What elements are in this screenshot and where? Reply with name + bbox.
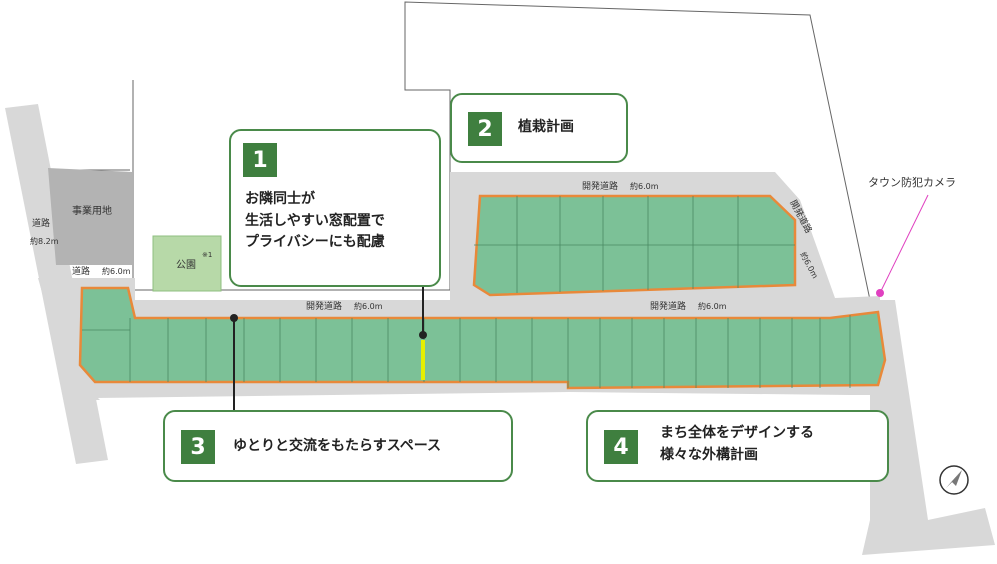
road-right	[862, 300, 995, 555]
road-left-label: 道路	[32, 217, 50, 229]
callout-1-line-3: プライバシーにも配慮	[245, 234, 385, 251]
callout-1-line-1: お隣同士が	[245, 191, 315, 207]
camera-leader	[879, 194, 929, 294]
camera-label: タウン防犯カメラ	[868, 175, 956, 189]
park-area	[152, 235, 222, 292]
road-mid-width: 約6.0m	[102, 266, 131, 276]
callout-4-line-1: まち全体をデザインする	[660, 425, 814, 441]
leader-dot-3	[230, 314, 238, 322]
callout-text-1: お隣同士が 生活しやすい窓配置で プライバシーにも配慮	[245, 189, 385, 254]
leader-dot-1	[419, 331, 427, 339]
callout-1-line-2: 生活しやすい窓配置で	[245, 212, 385, 229]
dev-road-center-label: 開発道路	[306, 300, 342, 312]
callout-number-3: 3	[181, 430, 215, 464]
business-land-label: 事業用地	[72, 204, 112, 217]
park-label: 公園	[176, 259, 196, 271]
lot-block-north	[472, 194, 797, 297]
callout-1: 1 お隣同士が 生活しやすい窓配置で プライバシーにも配慮	[229, 129, 441, 287]
callout-4-line-2: 様々な外構計画	[660, 446, 758, 463]
callout-2: 2 植栽計画	[450, 93, 628, 163]
north-arrow-icon	[939, 465, 969, 495]
road-left-width: 約8.2m	[30, 236, 59, 246]
dev-road-top-label: 開発道路	[582, 180, 618, 192]
callout-text-3: ゆとりと交流をもたらすスペース	[233, 436, 441, 458]
callout-text-4: まち全体をデザインする 様々な外構計画	[660, 423, 814, 466]
dev-road-center-width: 約6.0m	[354, 301, 383, 311]
callout-3-line-1: ゆとりと交流をもたらすスペース	[233, 438, 442, 454]
lot-block-south	[78, 286, 887, 390]
camera-icon	[876, 289, 884, 297]
callout-number-4: 4	[604, 430, 638, 464]
lot-dividers-south	[82, 315, 851, 388]
dev-road-top-width: 約6.0m	[630, 181, 659, 191]
dev-road-right-label: 開発道路	[650, 300, 686, 312]
park-note: ※1	[202, 251, 212, 259]
lot-dividers-north	[474, 196, 795, 293]
callout-number-1: 1	[243, 143, 277, 177]
callout-number-2: 2	[468, 112, 502, 146]
dev-road-right-width: 約6.0m	[698, 301, 727, 311]
business-land	[48, 168, 132, 265]
callout-3: 3 ゆとりと交流をもたらすスペース	[163, 410, 513, 482]
callout-4: 4 まち全体をデザインする 様々な外構計画	[586, 410, 889, 482]
road-mid-label: 道路	[72, 265, 90, 277]
callout-text-2: 植栽計画	[518, 117, 574, 139]
callout-2-line-1: 植栽計画	[518, 119, 574, 135]
